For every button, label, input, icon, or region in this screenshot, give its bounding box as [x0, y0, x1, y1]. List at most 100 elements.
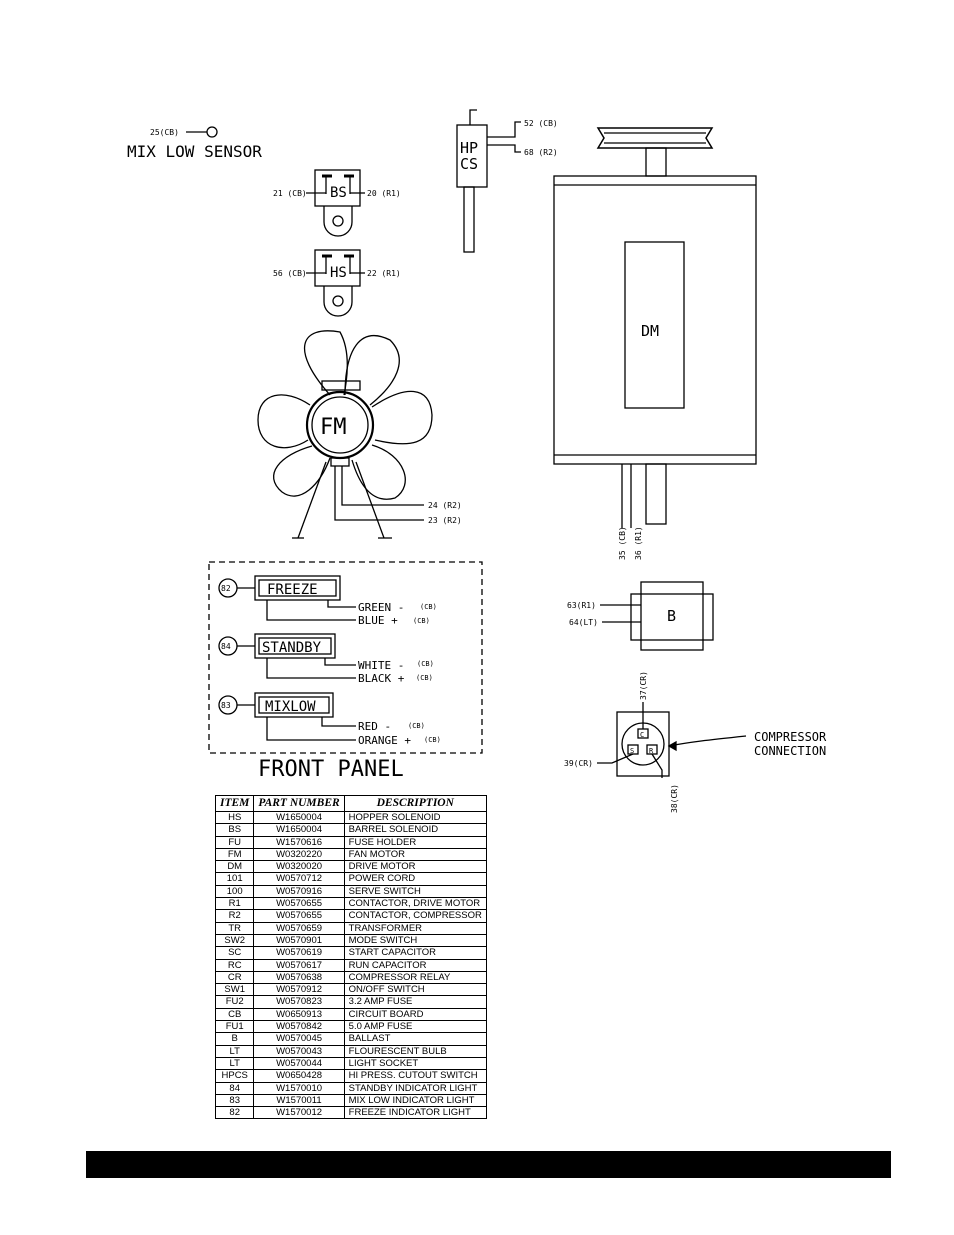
item-cell: 82: [214, 1106, 255, 1120]
item-cell: 83: [214, 1093, 255, 1108]
description-cell: LIGHT SOCKET: [343, 1056, 487, 1071]
hpcs-wire-top: 52 (CB): [524, 119, 558, 128]
description-cell: POWER CORD: [343, 872, 487, 886]
part-number-cell: W0650428: [253, 1069, 345, 1083]
part-number-cell: W0570916: [253, 884, 345, 899]
terminal-s: S: [630, 747, 634, 755]
standby-wire-1: WHITE -: [358, 659, 404, 672]
part-number-cell: W0570655: [253, 909, 345, 923]
part-number-cell: W0570044: [253, 1056, 345, 1071]
mixlow-wire-1: RED -: [358, 720, 391, 733]
drive-motor-wire-a: 35 (CB): [618, 526, 627, 560]
mix-low-sensor-wire-label: 25(CB): [150, 128, 179, 137]
freeze-indicator-light: 82 FREEZE GREEN - (CB) BLUE + (CB): [218, 575, 437, 627]
description-cell: STANDBY INDICATOR LIGHT: [343, 1081, 487, 1095]
item-cell: DM: [214, 860, 255, 874]
part-number-cell: W0570659: [253, 921, 345, 935]
freeze-wire-2: BLUE +: [358, 614, 398, 627]
item-cell: R1: [214, 897, 255, 911]
mix-low-sensor: 25(CB) MIX LOW SENSOR: [127, 126, 262, 161]
freeze-light-number: 82: [221, 584, 231, 593]
item-cell: RC: [214, 958, 255, 972]
hopper-solenoid-right-wire: 22 (R1): [367, 269, 401, 278]
part-number-cell: W0570823: [253, 995, 345, 1009]
fan-motor-label: FM: [320, 415, 347, 440]
description-cell: CONTACTOR, COMPRESSOR: [343, 909, 487, 923]
item-cell: B: [214, 1032, 255, 1046]
freeze-light-name: FREEZE: [267, 582, 318, 598]
item-cell: HS: [214, 810, 255, 825]
part-number-cell: W0570655: [253, 897, 345, 911]
footer-bar: [86, 1151, 891, 1178]
description-cell: CONTACTOR, DRIVE MOTOR: [343, 897, 487, 911]
item-cell: LT: [214, 1056, 255, 1071]
drive-motor-label: DM: [641, 322, 659, 340]
part-number-cell: W1570011: [253, 1093, 345, 1108]
mixlow-tag-1: (CB): [408, 722, 425, 730]
drive-motor: DM 35 (CB) 36 (R1): [553, 127, 757, 560]
description-cell: 5.0 AMP FUSE: [343, 1020, 487, 1034]
hpcs-wire-bottom: 68 (R2): [524, 148, 558, 157]
item-cell: CB: [214, 1007, 255, 1022]
terminal-r: R: [649, 747, 654, 755]
part-number-cell: W0570901: [253, 933, 345, 948]
description-cell: DRIVE MOTOR: [343, 860, 487, 874]
freeze-wire-1: GREEN -: [358, 601, 404, 614]
barrel-solenoid-right-wire: 20 (R1): [367, 189, 401, 198]
barrel-solenoid: BS 21 (CB) 20 (R1): [273, 169, 401, 237]
item-cell: CR: [214, 970, 255, 985]
description-cell: FUSE HOLDER: [343, 835, 487, 849]
part-number-cell: W0320020: [253, 860, 345, 874]
item-cell: SC: [214, 946, 255, 960]
ballast-label: B: [667, 607, 676, 625]
hpcs-label-line1: HP: [460, 139, 478, 157]
part-number-cell: W1570012: [253, 1106, 345, 1120]
item-cell: R2: [214, 909, 255, 923]
part-number-cell: W0650913: [253, 1007, 345, 1022]
description-cell: ON/OFF SWITCH: [343, 983, 487, 997]
header-description: DESCRIPTION: [343, 795, 487, 812]
front-panel-title: FRONT PANEL: [258, 757, 404, 782]
part-number-cell: W1650004: [253, 823, 345, 837]
item-cell: 100: [214, 884, 255, 899]
standby-tag-2: (CB): [416, 674, 433, 682]
compressor-wire-left: 39(CR): [564, 759, 593, 768]
description-cell: FLOURESCENT BULB: [343, 1044, 487, 1058]
drive-motor-wire-b: 36 (R1): [634, 526, 643, 560]
ballast-wire-a: 63(R1): [567, 601, 596, 610]
hopper-solenoid: HS 56 (CB) 22 (R1): [273, 249, 401, 317]
standby-indicator-light: 84 STANDBY WHITE - (CB) BLACK + (CB): [218, 633, 434, 685]
compressor-label-line1: COMPRESSOR: [754, 730, 827, 744]
description-cell: START CAPACITOR: [343, 946, 487, 960]
header-item: ITEM: [214, 795, 255, 812]
part-number-cell: W0570912: [253, 983, 345, 997]
item-cell: BS: [214, 823, 255, 837]
part-number-cell: W0320220: [253, 847, 345, 862]
item-cell: LT: [214, 1044, 255, 1058]
freeze-tag-2: (CB): [413, 617, 430, 625]
parts-table-header: ITEM PART NUMBER DESCRIPTION: [214, 795, 487, 812]
description-cell: HOPPER SOLENOID: [343, 810, 487, 825]
hopper-solenoid-label: HS: [330, 265, 347, 281]
part-number-cell: W0570619: [253, 946, 345, 960]
header-part-number: PART NUMBER: [253, 795, 345, 812]
fan-motor: FM 24 (R2) 23 (R2): [257, 330, 462, 539]
description-cell: BALLAST: [343, 1032, 487, 1046]
description-cell: RUN CAPACITOR: [343, 958, 487, 972]
